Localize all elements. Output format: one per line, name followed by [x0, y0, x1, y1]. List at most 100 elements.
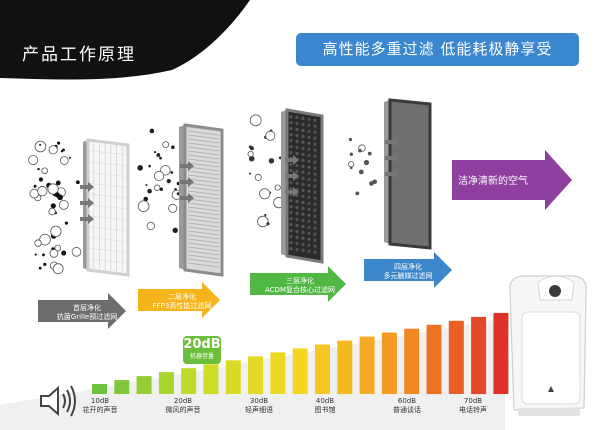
- dust-particle: [171, 145, 175, 150]
- pleat-line: [187, 202, 220, 208]
- carbon-cell: [313, 214, 317, 218]
- dust-particle: [64, 221, 69, 225]
- filter-panel-3: [285, 108, 324, 264]
- stage-3-label: 三层净化 ACDM复合核心过滤网: [254, 277, 346, 295]
- pleat-line: [187, 146, 220, 152]
- noise-level-desc: 轻声细语: [245, 406, 273, 414]
- carbon-cell: [289, 169, 293, 173]
- carbon-cell: [307, 165, 311, 169]
- flow-arrow: [180, 177, 194, 187]
- carbon-cell: [289, 121, 293, 125]
- air-bubble: [254, 173, 262, 181]
- dust-particle: [147, 188, 152, 194]
- noise-level-desc: 图书馆: [314, 406, 336, 414]
- dust-particle: [172, 227, 178, 234]
- dust-particle: [68, 156, 71, 159]
- stage-2-title: 二层净化: [168, 293, 196, 301]
- carbon-cell: [295, 223, 299, 228]
- filter-layers: [83, 98, 432, 277]
- flow-arrows: [80, 137, 399, 224]
- pleat-line: [187, 134, 220, 140]
- carbon-cell: [313, 118, 317, 122]
- carbon-cell: [307, 117, 311, 121]
- carbon-cell: [301, 134, 305, 138]
- slogan-banner: 高性能多重过滤 低能耗极静享受: [296, 33, 579, 66]
- pleat-line: [187, 214, 220, 220]
- noise-level-db: 10dB: [90, 397, 110, 405]
- noise-bar: [92, 384, 107, 394]
- dust-particle: [145, 183, 148, 186]
- noise-level-db: 20dB: [173, 397, 193, 405]
- dust-particle: [358, 169, 364, 175]
- dust-particle: [149, 128, 155, 134]
- carbon-cell: [289, 151, 293, 155]
- air-bubble: [137, 200, 150, 212]
- carbon-cell: [307, 123, 311, 127]
- noise-bar: [471, 316, 487, 395]
- dust-particle: [50, 203, 56, 209]
- dust-particle: [363, 159, 370, 166]
- dust-particle: [43, 262, 47, 266]
- flow-arrow: [80, 182, 94, 192]
- flow-arrow: [285, 171, 299, 181]
- air-bubble: [48, 145, 58, 155]
- carbon-cell: [295, 199, 299, 204]
- air-particles: [28, 114, 378, 275]
- carbon-cell: [301, 158, 305, 162]
- carbon-cell: [295, 163, 299, 168]
- grille-bar: [89, 204, 127, 210]
- air-bubble: [153, 170, 165, 182]
- noise-bar: [426, 324, 442, 395]
- carbon-cell: [289, 235, 293, 239]
- pleat-line: [187, 190, 220, 196]
- carbon-cell: [295, 121, 299, 126]
- carbon-cell: [307, 243, 311, 247]
- noise-bar: [225, 360, 241, 394]
- carbon-cell: [313, 124, 317, 128]
- stage-2-label: 二层净化 FFP3高性能过滤网: [142, 293, 222, 311]
- grille-bar: [89, 193, 127, 199]
- air-bubble: [71, 247, 82, 257]
- stage-arrow-2: [138, 282, 220, 318]
- carbon-cell: [301, 128, 305, 132]
- grille-bar: [89, 183, 127, 188]
- noise-bars: [92, 312, 509, 395]
- flow-arrow: [180, 161, 194, 171]
- carbon-cell: [307, 171, 311, 175]
- dust-particle: [348, 137, 353, 142]
- carbon-cell: [307, 153, 311, 157]
- air-bubble: [49, 249, 59, 258]
- header-banner: [0, 0, 250, 80]
- pleat-line: [187, 198, 220, 204]
- carbon-cell: [289, 133, 293, 137]
- carbon-cell: [307, 195, 311, 199]
- air-bubble: [257, 215, 269, 228]
- grille-bar: [89, 226, 127, 231]
- dust-particle: [159, 156, 162, 160]
- carbon-cell: [313, 148, 317, 152]
- noise-level-desc: 微风的声音: [165, 406, 201, 414]
- carbon-cell: [307, 231, 311, 235]
- air-bubble: [37, 186, 48, 197]
- carbon-cell: [289, 145, 293, 149]
- carbon-cell: [313, 208, 317, 212]
- noise-bar: [181, 368, 197, 394]
- dust-particle: [249, 146, 254, 151]
- carbon-cell: [289, 127, 293, 131]
- carbon-cell: [289, 139, 293, 143]
- air-bubble: [34, 140, 47, 153]
- pleat-line: [187, 186, 220, 192]
- air-bubble: [48, 207, 56, 216]
- carbon-cell: [307, 249, 311, 253]
- dust-particle: [266, 222, 270, 226]
- carbon-cell: [295, 247, 299, 252]
- pleat-line: [187, 182, 220, 188]
- carbon-cell: [295, 211, 299, 216]
- dust-particle: [156, 153, 161, 157]
- pleat-line: [187, 158, 220, 164]
- carbon-cell: [313, 172, 317, 176]
- carbon-cell: [301, 146, 305, 150]
